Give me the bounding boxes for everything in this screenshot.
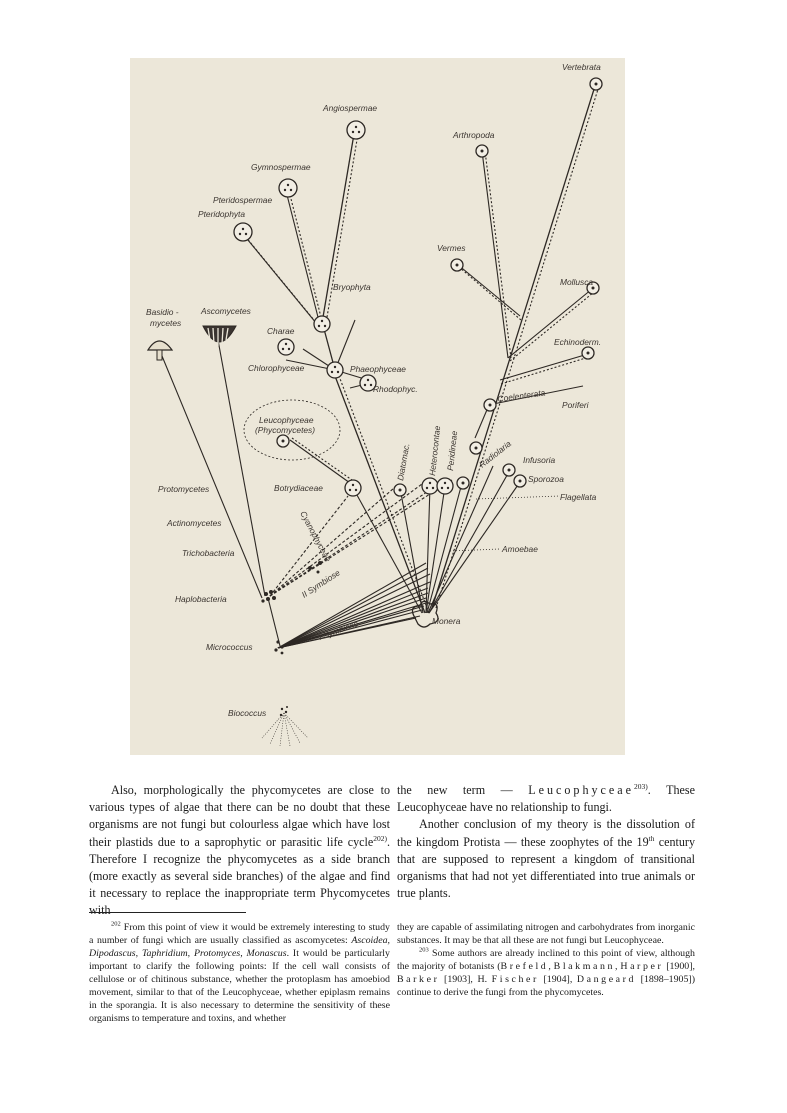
node-centers — [239, 83, 598, 717]
footnotes-left-column: 202 From this point of view it would be … — [89, 921, 390, 1025]
label-haplobacteria: Haplobacteria — [175, 594, 227, 604]
label-biococcus: Biococcus — [228, 708, 267, 718]
footnote-202-continued: they are capable of assimilating nitroge… — [397, 921, 695, 947]
paragraph-new-term: the new term — Leucophyceae203). These L… — [397, 782, 695, 816]
label-vertebrata: Vertebrata — [562, 62, 601, 72]
paragraph-phycomycetes: Also, morphologically the phycomycetes a… — [89, 782, 390, 920]
label-flagellata: Flagellata — [560, 492, 597, 502]
label-infusoria: Infusoria — [523, 455, 555, 465]
label-charae: Charae — [267, 326, 295, 336]
label-amoebae: Amoebae — [501, 544, 538, 554]
label-pteridophyta: Pteridophyta — [198, 209, 245, 219]
label-gymnospermae: Gymnospermae — [251, 162, 311, 172]
label-chlorophyceae: Chlorophyceae — [248, 363, 305, 373]
phylogenetic-tree-figure: Vertebrata Angiospermae Arthropoda Gymno… — [130, 58, 625, 755]
label-botrydiaceae: Botrydiaceae — [274, 483, 323, 493]
label-heterocontae: Heterocontae — [427, 425, 442, 476]
label-peridineae: Peridineae — [445, 430, 459, 471]
footnote-203: 203 Some authors are already inclined to… — [397, 947, 695, 999]
label-monera: Monera — [432, 616, 461, 626]
label-rhodophyc: Rhodophyc. — [373, 384, 418, 394]
label-echinoderm: Echinoderm. — [554, 337, 601, 347]
label-mollusca: Mollusca — [560, 277, 593, 287]
label-diatomac: Diatomac. — [395, 442, 411, 481]
label-basidiomycetes-2: mycetes — [150, 318, 182, 328]
footnote-202: 202 From this point of view it would be … — [89, 921, 390, 1025]
body-right-column: the new term — Leucophyceae203). These L… — [397, 782, 695, 902]
label-sporozoa: Sporozoa — [528, 474, 564, 484]
tree-labels: Vertebrata Angiospermae Arthropoda Gymno… — [146, 62, 601, 718]
label-symbiose-2: II Symbiose — [300, 567, 342, 599]
ascomycetes-icon — [203, 326, 236, 346]
term-leucophyceae: Leucophyceae — [528, 783, 634, 797]
label-protomycetes: Protomycetes — [158, 484, 210, 494]
label-phaeophyceae: Phaeophyceae — [350, 364, 406, 374]
label-bryophyta: Bryophyta — [333, 282, 371, 292]
label-arthropoda: Arthropoda — [452, 130, 495, 140]
label-trichobacteria: Trichobacteria — [182, 548, 235, 558]
label-phycomycetes: (Phycomycetes) — [255, 425, 315, 435]
label-basidiomycetes-1: Basidio - — [146, 307, 179, 317]
label-micrococcus: Micrococcus — [206, 642, 253, 652]
footnote-ref-202[interactable]: 202) — [373, 834, 387, 843]
paragraph-protista: Another conclusion of my theory is the d… — [397, 816, 695, 902]
label-leucophyceae: Leucophyceae — [259, 415, 314, 425]
label-poriferi: Poriferi — [562, 400, 590, 410]
label-ascomycetes: Ascomycetes — [200, 306, 252, 316]
body-left-column: Also, morphologically the phycomycetes a… — [89, 782, 390, 920]
label-vermes: Vermes — [437, 243, 466, 253]
label-actinomycetes: Actinomycetes — [166, 518, 222, 528]
basidiomycetes-icon — [148, 341, 172, 360]
tree-diagram: Vertebrata Angiospermae Arthropoda Gymno… — [130, 58, 625, 755]
footnote-rule — [89, 912, 246, 913]
footnote-ref-203[interactable]: 203) — [634, 782, 648, 791]
footnotes-right-column: they are capable of assimilating nitroge… — [397, 921, 695, 999]
label-pteridospermae: Pteridospermae — [213, 195, 272, 205]
label-angiospermae: Angiospermae — [322, 103, 377, 113]
